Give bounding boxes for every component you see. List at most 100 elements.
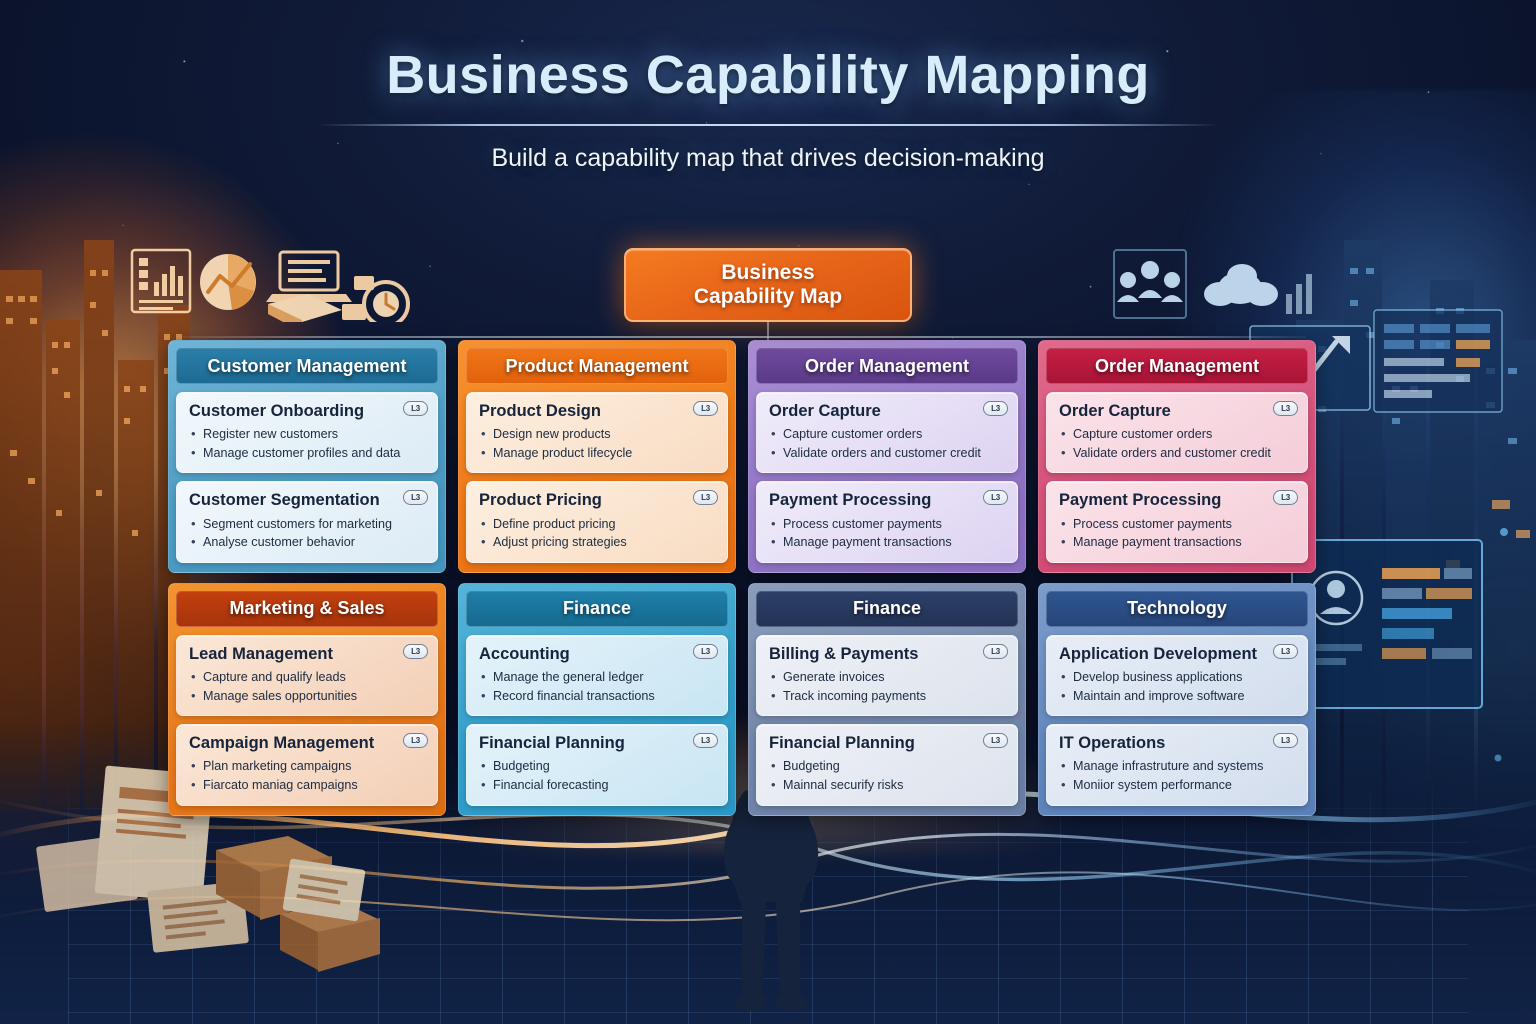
- level-badge: L3: [693, 643, 718, 659]
- capability-title: Payment Processing: [769, 491, 932, 510]
- level-badge: L3: [693, 401, 718, 416]
- capability-item-list: Develop business applicationsMaintain an…: [1059, 667, 1295, 705]
- capability-title: Campaign Management: [189, 734, 375, 753]
- capability-title: Order Capture: [769, 402, 881, 420]
- capability-item-list: Process customer paymentsManage payment …: [769, 514, 1005, 552]
- people-group-icon: [1117, 261, 1183, 302]
- capability-item: Record financial transactions: [479, 686, 715, 706]
- capability-title: Billing & Payments: [769, 644, 919, 663]
- root-node-business-capability-map[interactable]: Business Capability Map: [624, 248, 912, 322]
- laptop-icon: [266, 250, 374, 302]
- capability-item: Register new customers: [189, 424, 425, 444]
- capability-card[interactable]: L3 Campaign ManagementPlan marketing camp…: [176, 724, 438, 806]
- level-badge: L3: [1273, 490, 1298, 506]
- bar-chart-icon: [1286, 274, 1312, 314]
- capability-item: Capture customer orders: [769, 424, 1005, 444]
- capability-item: Manage infrastruture and systems: [1059, 756, 1295, 776]
- capability-item: Budgeting: [769, 756, 1005, 776]
- title-divider: [318, 124, 1218, 126]
- capability-item-list: Manage infrastruture and systemsMoniior …: [1059, 756, 1295, 795]
- capability-item: Develop business applications: [1059, 667, 1295, 687]
- capability-item: Plan marketing campaigns: [189, 756, 425, 776]
- right-decorative-icons: [1113, 249, 1312, 319]
- capability-card[interactable]: L3 IT OperationsManage infrastruture and …: [1046, 724, 1308, 806]
- level-badge: L3: [1273, 733, 1298, 749]
- capability-item: Validate orders and customer credit: [1059, 443, 1295, 463]
- column-header-marketing-and-sales[interactable]: Marketing & Sales: [176, 590, 438, 627]
- capability-title: Accounting: [479, 644, 570, 663]
- root-connector-vertical: [767, 322, 769, 344]
- capability-item-list: Design new productsManage product lifecy…: [479, 424, 715, 463]
- capability-card[interactable]: L3 Product DesignDesign new productsManag…: [466, 392, 728, 474]
- column-header-product-management[interactable]: Product Management: [466, 348, 728, 384]
- capability-item: Manage sales opportunities: [189, 686, 425, 706]
- capability-item: Segment customers for marketing: [189, 514, 425, 534]
- capability-item: Manage customer profiles and data: [189, 443, 425, 463]
- capability-title: Customer Onboarding: [189, 402, 365, 420]
- capability-card[interactable]: L3 Customer OnboardingRegister new custom…: [176, 392, 438, 474]
- column-header-finance-cyan[interactable]: Finance: [466, 590, 728, 627]
- capability-title: Customer Segmentation: [189, 491, 380, 510]
- capability-item: Manage payment transactions: [769, 532, 1005, 552]
- level-badge: L3: [983, 401, 1008, 416]
- root-node-line-1: Business: [721, 260, 815, 284]
- capability-card[interactable]: L3 AccountingManage the general ledgerRec…: [466, 634, 728, 717]
- left-decorative-icons: [130, 248, 410, 322]
- root-connector-horizontal: [176, 336, 1306, 338]
- capability-item-list: BudgetingFinancial forecasting: [479, 756, 715, 795]
- report-document-icon: [130, 248, 192, 314]
- capability-item: Manage the general ledger: [479, 667, 715, 687]
- capability-item: Define product pricing: [479, 514, 715, 534]
- root-node-line-2: Capability Map: [693, 285, 843, 308]
- capability-title: Product Design: [479, 402, 601, 420]
- capability-item-list: Generate invoicesTrack incoming payments: [769, 667, 1005, 705]
- level-badge: L3: [983, 733, 1008, 749]
- level-badge: L3: [403, 401, 428, 416]
- column-header-customer-management[interactable]: Customer Management: [176, 348, 438, 384]
- level-badge: L3: [1273, 643, 1298, 659]
- capability-item: Financial forecasting: [479, 775, 715, 795]
- column-header-order-management-purple[interactable]: Order Management: [756, 348, 1018, 384]
- column-header-technology[interactable]: Technology: [1046, 590, 1308, 627]
- capability-item: Process customer payments: [769, 514, 1005, 534]
- column-header-order-management-crimson[interactable]: Order Management: [1046, 348, 1308, 384]
- clock-icon: [362, 280, 410, 322]
- capability-item: Generate invoices: [769, 667, 1005, 687]
- capability-item: Capture customer orders: [1059, 424, 1295, 444]
- capability-item: Manage payment transactions: [1059, 532, 1295, 552]
- capability-item: Moniior system performance: [1059, 775, 1295, 795]
- capability-item: Design new products: [479, 424, 715, 444]
- capability-item: Budgeting: [479, 756, 715, 776]
- level-badge: L3: [403, 733, 428, 749]
- capability-item: Adjust pricing strategies: [479, 532, 715, 552]
- capability-item: Capture and qualify leads: [189, 667, 425, 687]
- capability-item-list: Register new customersManage customer pr…: [189, 424, 425, 463]
- capability-item-list: Define product pricingAdjust pricing str…: [479, 514, 715, 552]
- column-header-finance-slate[interactable]: Finance: [756, 590, 1018, 627]
- level-badge: L3: [693, 490, 718, 506]
- capability-item: Manage product lifecycle: [479, 443, 715, 463]
- page-title: Business Capability Mapping: [386, 45, 1150, 105]
- capability-title: IT Operations: [1059, 734, 1166, 753]
- capability-title: Payment Processing: [1059, 491, 1222, 510]
